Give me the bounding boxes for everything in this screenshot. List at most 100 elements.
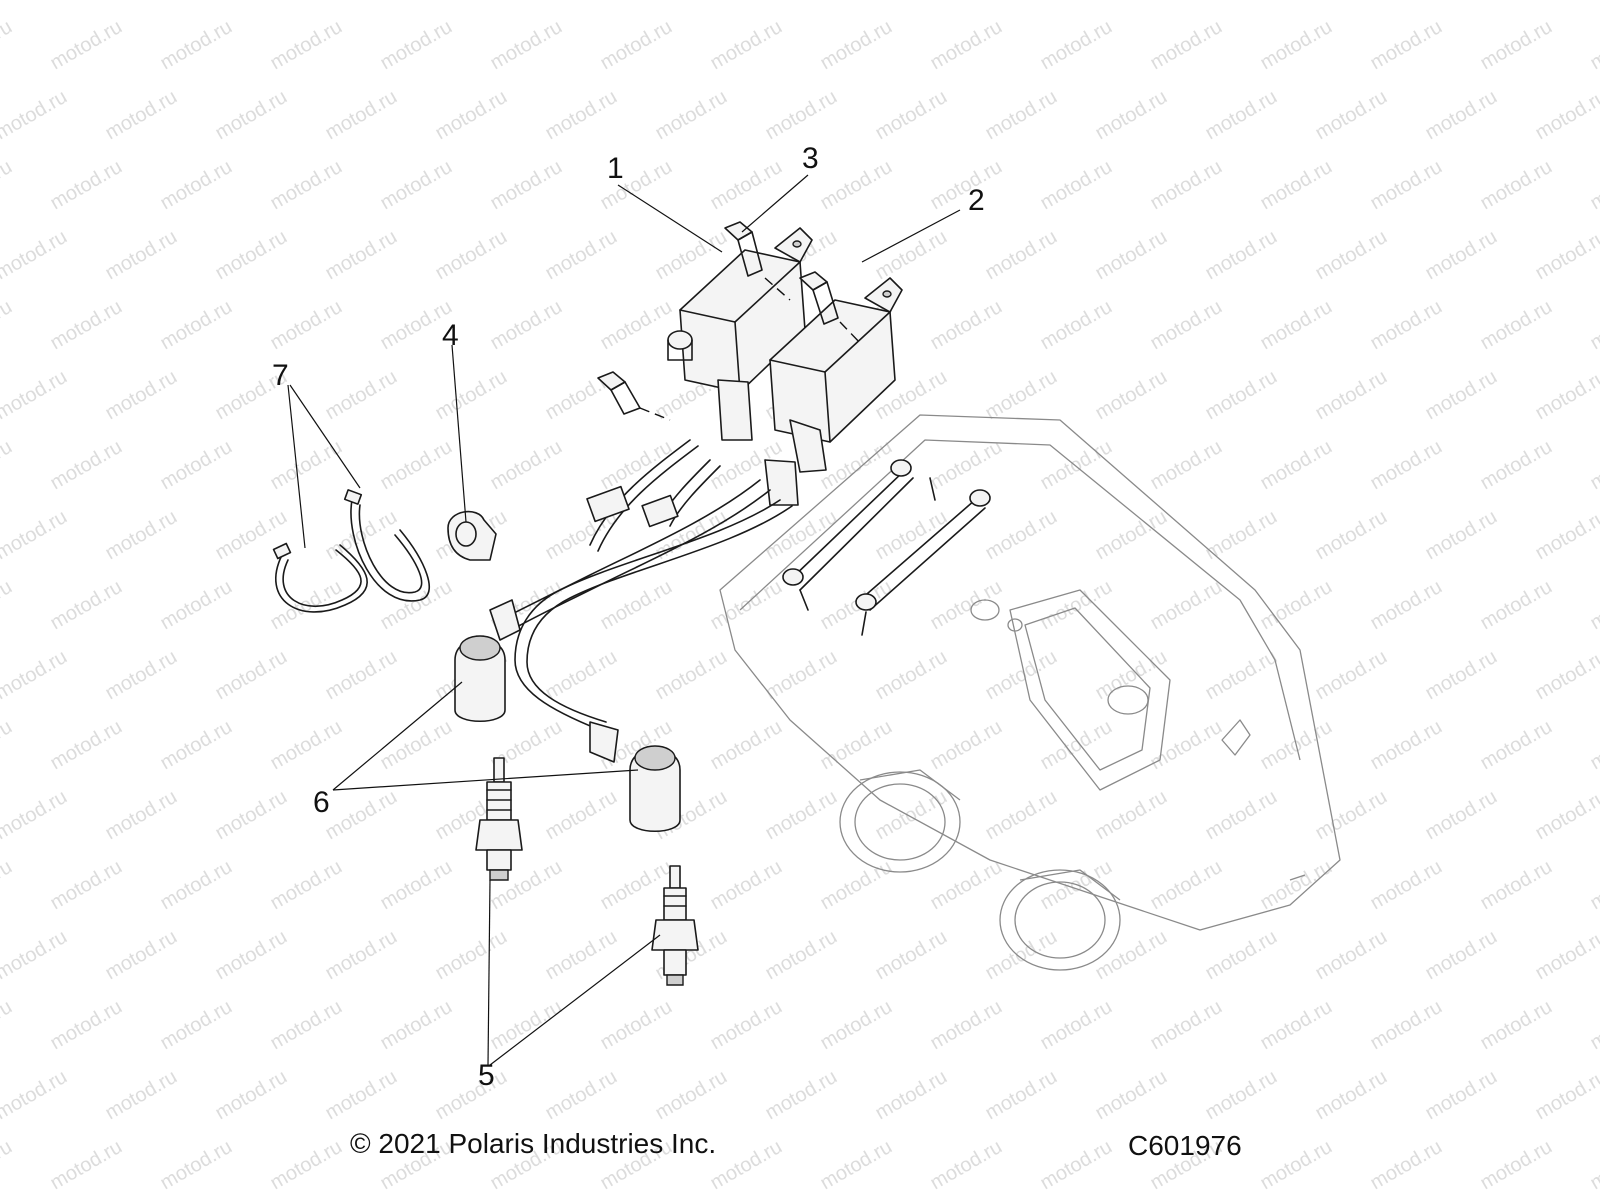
watermark-text: motod.ru [157,436,236,495]
watermark-text: motod.ru [1147,156,1226,215]
watermark-text: motod.ru [1147,576,1226,635]
watermark-text: motod.ru [1422,646,1501,705]
watermark-text: motod.ru [1037,156,1116,215]
watermark-text: motod.ru [0,156,16,215]
watermark-text: motod.ru [1092,86,1171,145]
watermark-text: motod.ru [927,576,1006,635]
watermark-text: motod.ru [652,1066,731,1125]
watermark-text: motod.ru [1422,926,1501,985]
watermark-text: motod.ru [1257,296,1336,355]
watermark-text: motod.ru [1092,366,1171,425]
watermark-text: motod.ru [927,716,1006,775]
watermark-text: motod.ru [0,576,16,635]
watermark-text: motod.ru [1532,0,1600,4]
watermark-text: motod.ru [762,0,841,4]
watermark-text: motod.ru [487,296,566,355]
watermark-text: motod.ru [47,16,126,75]
watermark-text: motod.ru [982,366,1061,425]
watermark-text: motod.ru [322,786,401,845]
watermark-text: motod.ru [817,716,896,775]
figure-code: C601976 [1128,1130,1242,1161]
watermark-text: motod.ru [652,86,731,145]
watermark-text: motod.ru [432,86,511,145]
watermark-text: motod.ru [1037,296,1116,355]
watermark-text: motod.ru [0,1066,71,1125]
watermark-text: motod.ru [707,156,786,215]
watermark-text: motod.ru [542,0,621,4]
watermark-text: motod.ru [872,786,951,845]
watermark-text: motod.ru [1202,0,1281,4]
watermark-text: motod.ru [1312,506,1391,565]
watermark-text: motod.ru [817,1136,896,1195]
watermark-text: motod.ru [1477,1136,1556,1195]
watermark-text: motod.ru [1367,716,1446,775]
watermark-text: motod.ru [0,1136,16,1195]
watermark-text: motod.ru [597,996,676,1055]
watermark-text: motod.ru [0,856,16,915]
watermark-text: motod.ru [1587,436,1600,495]
watermark-text: motod.ru [157,856,236,915]
watermark-text: motod.ru [1477,16,1556,75]
watermark-text: motod.ru [542,646,621,705]
callout-3: 3 [802,142,819,175]
watermark-text: motod.ru [1532,1066,1600,1125]
watermark-text: motod.ru [652,0,731,4]
watermark-text: motod.ru [927,856,1006,915]
watermark-text: motod.ru [1587,716,1600,775]
watermark-text: motod.ru [872,226,951,285]
watermark-text: motod.ru [377,856,456,915]
watermark-text: motod.ru [817,156,896,215]
watermark-text: motod.ru [102,0,181,4]
watermark-text: motod.ru [1257,996,1336,1055]
watermark-text: motod.ru [1477,296,1556,355]
watermark-text: motod.ru [102,86,181,145]
mounting-bracket [782,459,991,636]
watermark-text: motod.ru [0,716,16,775]
watermark-text: motod.ru [267,296,346,355]
callout-2: 2 [968,184,985,217]
watermark-text: motod.ru [1312,86,1391,145]
watermark-text: motod.ru [267,856,346,915]
watermark-text: motod.ru [1532,86,1600,145]
watermark-text: motod.ru [982,646,1061,705]
watermark-text: motod.ru [597,436,676,495]
watermark-text: motod.ru [1312,1066,1391,1125]
watermark-text: motod.ru [102,926,181,985]
watermark-text: motod.ru [212,226,291,285]
watermark-text: motod.ru [1092,0,1171,4]
watermark-text: motod.ru [157,576,236,635]
watermark-text: motod.ru [1477,156,1556,215]
watermark-text: motod.ru [322,1066,401,1125]
watermark-text: motod.ru [157,1136,236,1195]
watermark-text: motod.ru [1092,646,1171,705]
watermark-text: motod.ru [652,646,731,705]
watermark-text: motod.ru [872,0,951,4]
watermark-text: motod.ru [1312,226,1391,285]
watermark-text: motod.ru [1422,366,1501,425]
watermark-text: motod.ru [1202,86,1281,145]
watermark-text: motod.ru [1532,366,1600,425]
watermark-text: motod.ru [0,296,16,355]
watermark-text: motod.ru [1477,716,1556,775]
watermark-text: motod.ru [1367,856,1446,915]
watermark-text: motod.ru [0,226,71,285]
watermark-text: motod.ru [1147,996,1226,1055]
watermark-text: motod.ru [1422,1066,1501,1125]
watermark-text: motod.ru [377,716,456,775]
watermark-text: motod.ru [817,16,896,75]
watermark-text: motod.ru [432,926,511,985]
watermark-text: motod.ru [707,1136,786,1195]
callout-6: 6 [313,786,330,819]
watermark-text: motod.ru [212,926,291,985]
watermark-text: motod.ru [1312,0,1391,4]
watermark-text: motod.ru [597,16,676,75]
watermark-text: motod.ru [597,296,676,355]
watermark-text: motod.ru [1477,436,1556,495]
air-box-assembly [719,414,1341,971]
watermark-text: motod.ru [102,366,181,425]
mounting-bolts [597,221,863,421]
watermark-text: motod.ru [982,786,1061,845]
watermark-text: motod.ru [1587,576,1600,635]
watermark-text: motod.ru [267,156,346,215]
watermark-text: motod.ru [1532,506,1600,565]
